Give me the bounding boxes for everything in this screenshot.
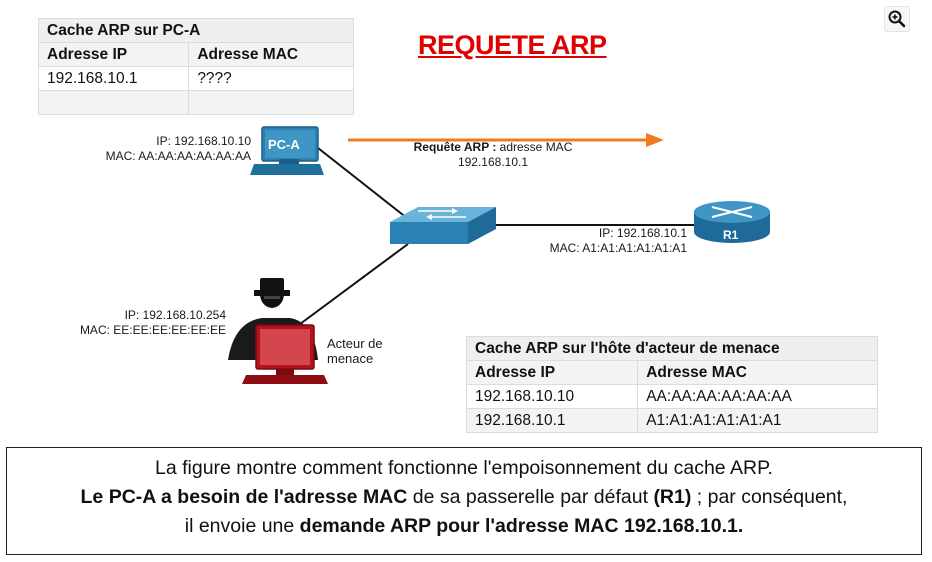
- attacker-cache-mac: AA:AA:AA:AA:AA:AA: [637, 384, 878, 409]
- attacker-cache-col-mac: Adresse MAC: [637, 360, 878, 385]
- table-row: 192.168.10.10 AA:AA:AA:AA:AA:AA: [465, 384, 878, 409]
- caption-bold-2: (R1): [653, 486, 692, 508]
- pc-a-cache-title: Cache ARP sur PC-A: [38, 18, 354, 43]
- attacker-name-line2: menace: [327, 351, 374, 366]
- pc-a-cache-col-mac: Adresse MAC: [188, 42, 354, 67]
- arp-request-target: adresse MAC: [496, 140, 573, 154]
- pc-a-ip: IP: 192.168.10.10: [156, 134, 251, 148]
- arp-request-arrow: [348, 133, 664, 147]
- caption-line-3: il envoie une demande ARP pour l'adresse…: [7, 512, 921, 541]
- caption-text-3: il envoie une: [184, 515, 300, 537]
- pc-a-cache-col-ip: Adresse IP: [37, 42, 190, 67]
- caption-box: La figure montre comment fonctionne l'em…: [6, 447, 922, 555]
- router-ip: IP: 192.168.10.1: [598, 226, 687, 240]
- pc-a-cache-ip: 192.168.10.1: [37, 66, 190, 91]
- attacker-name: Acteur de menace: [327, 336, 383, 366]
- caption-bold-1: Le PC-A a besoin de l'adresse MAC: [80, 486, 408, 508]
- table-row: 192.168.10.1 A1:A1:A1:A1:A1:A1: [465, 408, 878, 433]
- table-row: [37, 90, 354, 115]
- caption-bold-3: demande ARP pour l'adresse MAC 192.168.1…: [299, 515, 744, 537]
- caption-text-2: ; par conséquent,: [691, 486, 848, 508]
- pc-a-mac: MAC: AA:AA:AA:AA:AA:AA: [105, 149, 251, 163]
- pc-a-label: PC-A: [268, 137, 300, 152]
- link-pca-switch: [317, 147, 413, 223]
- router-mac: MAC: A1:A1:A1:A1:A1:A1: [549, 241, 687, 255]
- attacker-cache-ip: 192.168.10.10: [465, 384, 639, 409]
- pc-a-cache-ip: [37, 90, 190, 115]
- router-icon: [694, 201, 770, 243]
- pc-a-cache-mac: ????: [188, 66, 354, 91]
- attacker-cache-ip: 192.168.10.1: [465, 408, 639, 433]
- attacker-ip: IP: 192.168.10.254: [124, 308, 226, 322]
- pc-a-icon: [250, 126, 324, 175]
- zoom-in-icon: [888, 10, 906, 28]
- caption-line-2: Le PC-A a besoin de l'adresse MAC de sa …: [7, 483, 921, 512]
- pc-a-cache-mac: [188, 90, 354, 115]
- pc-a-arp-cache-table: Cache ARP sur PC-A Adresse IP Adresse MA…: [37, 18, 354, 115]
- network-diagram: [228, 126, 770, 384]
- arp-request-label: Requête ARP :: [413, 140, 497, 154]
- attacker-icon: [228, 278, 328, 384]
- attacker-name-line1: Acteur de: [327, 336, 383, 351]
- router-label: R1: [723, 228, 739, 242]
- caption-line-1: La figure montre comment fonctionne l'em…: [155, 457, 773, 479]
- attacker-arp-cache-table: Cache ARP sur l'hôte d'acteur de menace …: [465, 336, 878, 433]
- switch-icon: [390, 207, 496, 244]
- attacker-cache-mac: A1:A1:A1:A1:A1:A1: [637, 408, 878, 433]
- link-switch-attacker: [291, 243, 409, 331]
- zoom-button[interactable]: [884, 6, 910, 32]
- table-row: 192.168.10.1 ????: [37, 66, 354, 91]
- arp-request-ip: 192.168.10.1: [457, 155, 529, 169]
- attacker-cache-col-ip: Adresse IP: [465, 360, 639, 385]
- attacker-cache-title: Cache ARP sur l'hôte d'acteur de menace: [466, 336, 878, 361]
- caption-text-1: de sa passerelle par défaut: [407, 486, 654, 508]
- arp-request-text: Requête ARP : adresse MAC 192.168.10.1: [378, 140, 608, 170]
- page-title: REQUETE ARP: [418, 30, 607, 60]
- attacker-mac: MAC: EE:EE:EE:EE:EE:EE: [79, 323, 226, 337]
